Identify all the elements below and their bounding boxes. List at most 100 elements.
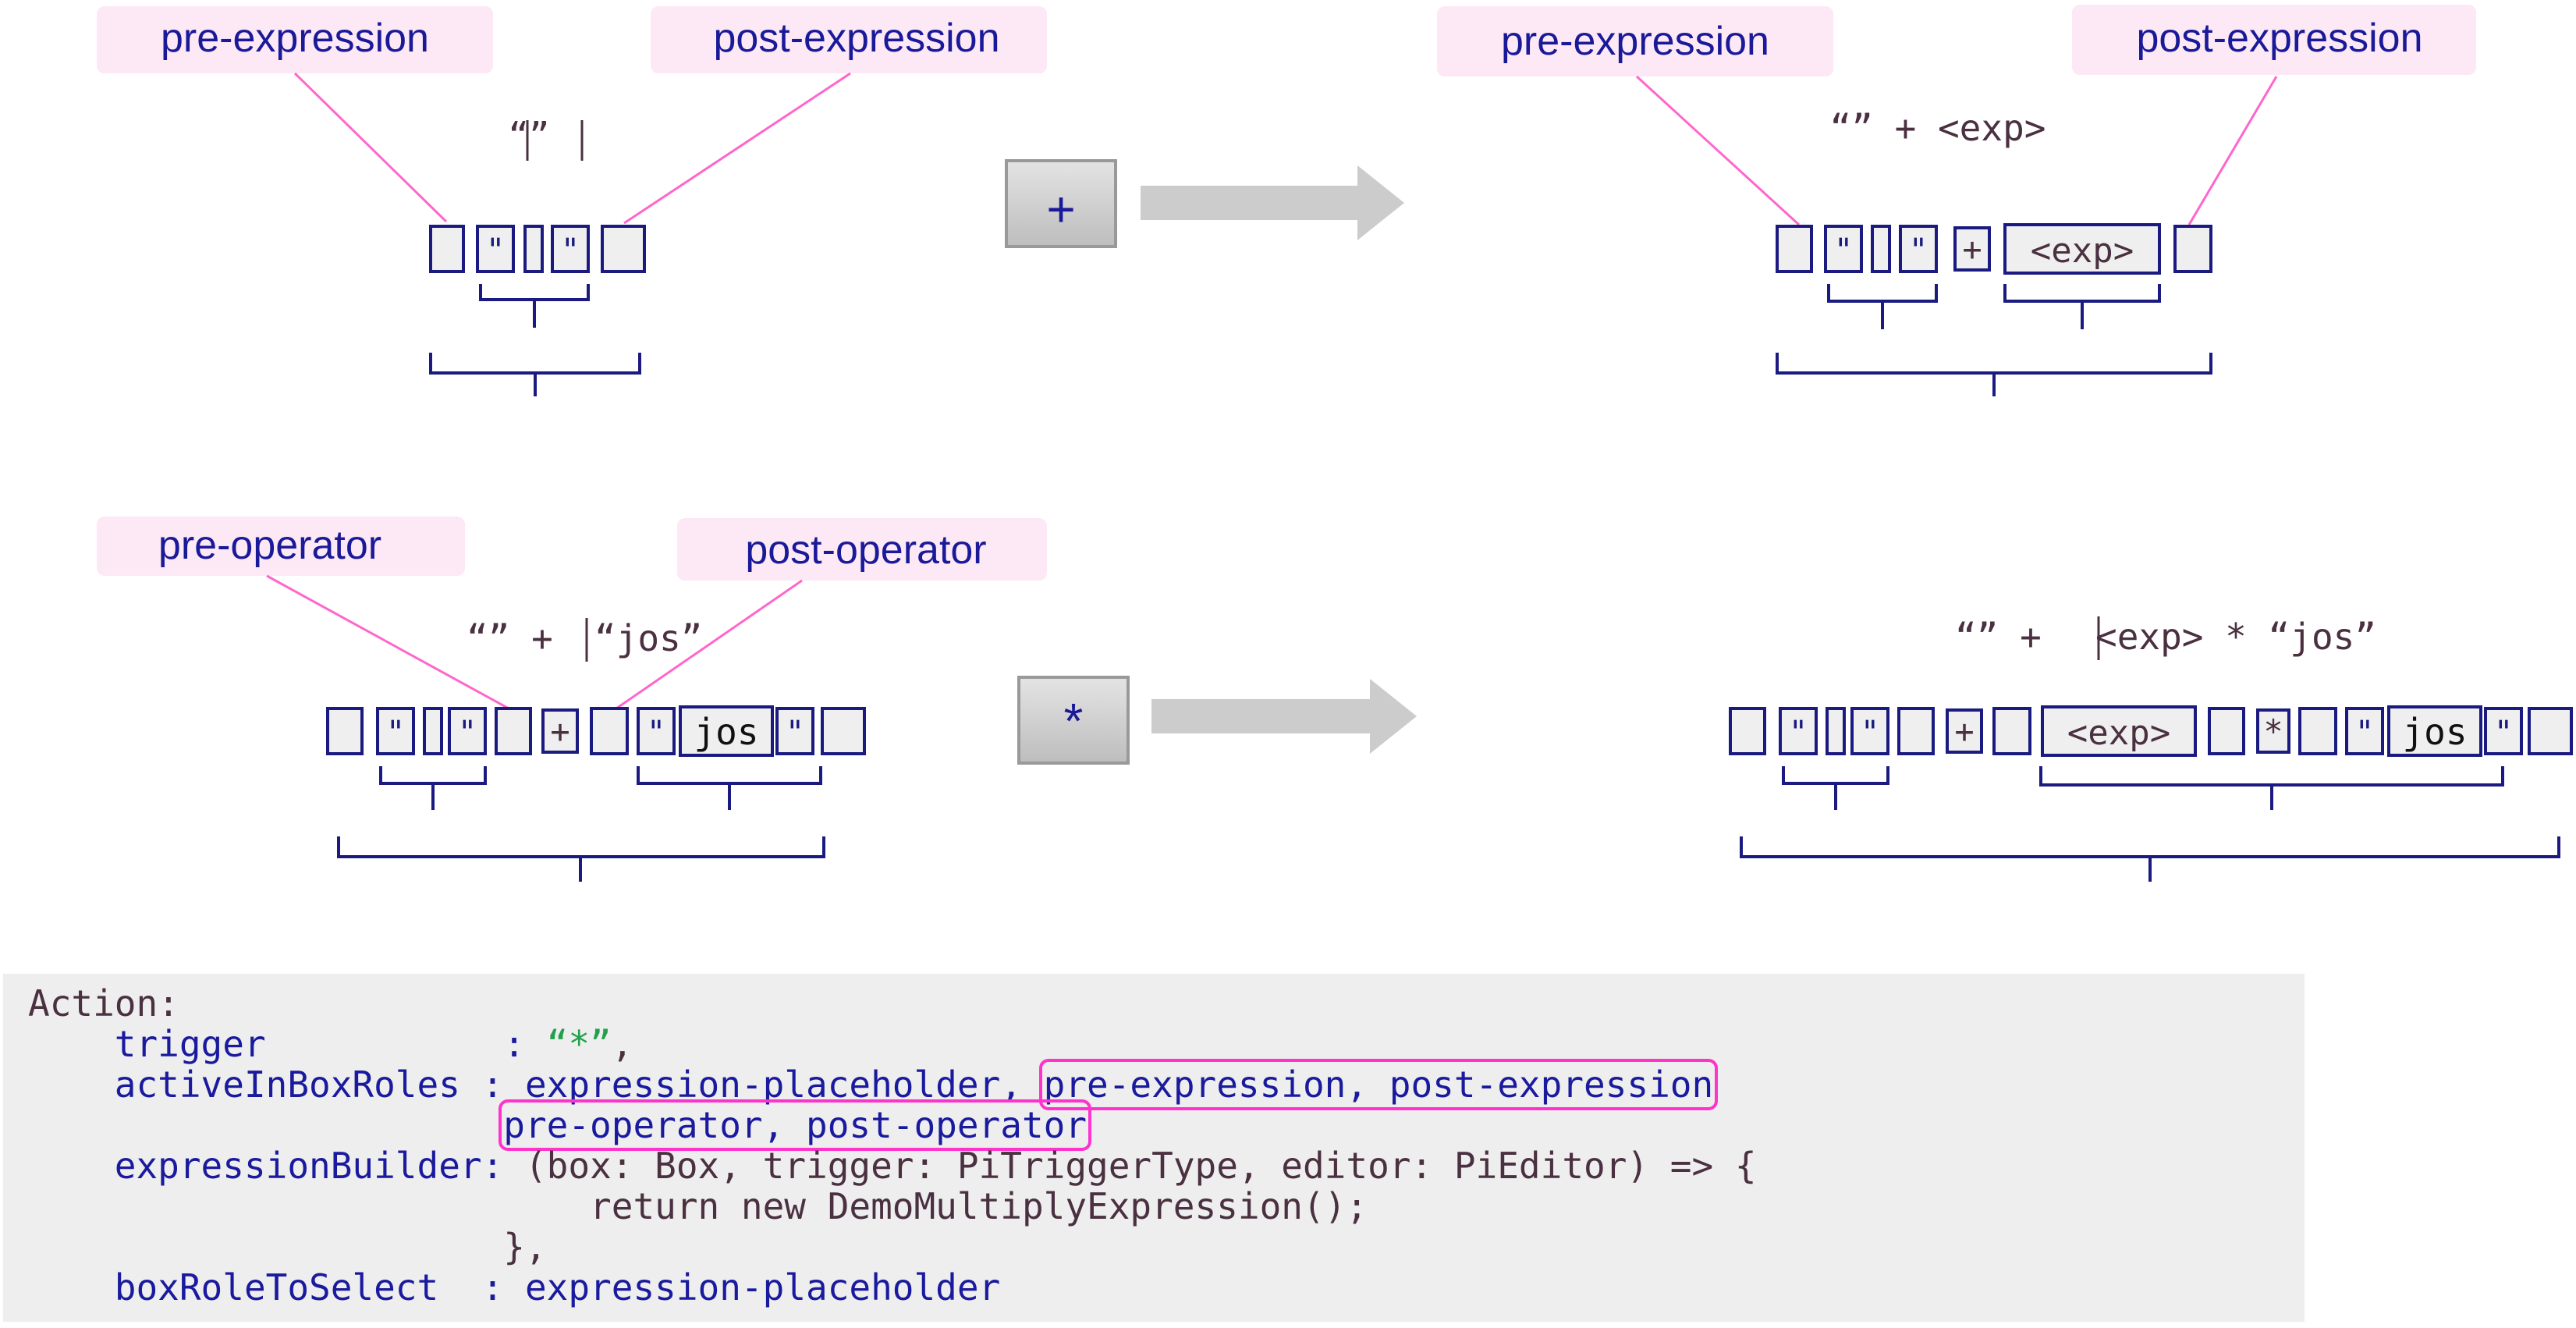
quote-box xyxy=(1850,707,1889,755)
quote-glyph: " xyxy=(486,233,505,268)
pointer-line xyxy=(293,72,448,223)
code-panel: Action: trigger : “*”, activeInBoxRoles … xyxy=(3,974,2305,1322)
quote-glyph: " xyxy=(786,715,804,751)
code-text: expression-placeholder, xyxy=(524,1063,1044,1106)
pointer-line xyxy=(2187,76,2278,225)
quote-box xyxy=(1899,225,1938,273)
placeholder-box xyxy=(495,707,532,755)
string-box xyxy=(1826,707,1846,755)
pointer-line xyxy=(616,579,803,710)
outer-brace xyxy=(429,353,641,396)
jos-glyph: jos xyxy=(694,711,758,753)
label-bg xyxy=(97,6,493,73)
label-bg xyxy=(2072,5,2476,75)
string-box xyxy=(523,225,544,273)
plus-box xyxy=(1953,226,1991,272)
code-text: expression-placeholder xyxy=(524,1266,1001,1308)
times-box xyxy=(2256,708,2290,754)
quote-box xyxy=(476,225,515,273)
expression-text: “” + xyxy=(1955,616,2042,658)
placeholder-box xyxy=(2528,707,2573,755)
plus-box xyxy=(541,708,579,754)
exp-glyph: <exp> xyxy=(2031,231,2134,271)
code-line-active-roles-cont: pre-operator, post-operator xyxy=(28,1099,1092,1151)
highlight-pre-post-expression: pre-expression, post-expression xyxy=(1038,1059,1719,1110)
placeholder-box xyxy=(1776,225,1813,273)
quote-box xyxy=(551,225,590,273)
expression-text: “jos” xyxy=(594,617,702,659)
quote-glyph: " xyxy=(1861,715,1879,751)
quote-glyph: " xyxy=(1834,233,1853,268)
quote-glyph: " xyxy=(458,715,477,751)
plus-key xyxy=(1005,159,1117,248)
quote-box xyxy=(775,707,814,755)
code-text: (box: Box, trigger: PiTriggerType, edito… xyxy=(524,1145,1757,1187)
quote-box xyxy=(448,707,487,755)
exp-box xyxy=(2041,705,2197,757)
quote-glyph: " xyxy=(2355,715,2374,751)
plus-key-glyph: + xyxy=(1046,181,1075,237)
inner-brace xyxy=(637,766,822,810)
code-text: expressionBuilder: xyxy=(28,1145,525,1187)
pointer-line xyxy=(266,574,509,710)
quote-box xyxy=(1779,707,1818,755)
placeholder-box xyxy=(2208,707,2245,755)
code-text: return new DemoMultiplyExpression(); xyxy=(28,1185,1368,1227)
outer-brace xyxy=(1776,353,2212,396)
string-box xyxy=(2387,705,2482,757)
plus-box xyxy=(1946,708,1983,754)
placeholder-box xyxy=(1992,707,2031,755)
quote-glyph: " xyxy=(647,715,665,751)
quote-glyph: " xyxy=(1789,715,1808,751)
inner-brace xyxy=(1827,284,1938,329)
bottom-left-example: pre-operator post-operator “” + “jos” " … xyxy=(97,517,1047,882)
string-box xyxy=(1871,225,1891,273)
label-bg xyxy=(677,518,1047,581)
code-text: }, xyxy=(28,1226,547,1268)
quote-box xyxy=(2345,707,2384,755)
placeholder-box xyxy=(1897,707,1935,755)
code-line-active-roles: activeInBoxRoles : expression-placeholde… xyxy=(28,1059,1719,1110)
placeholder-box xyxy=(326,707,364,755)
placeholder-box xyxy=(1729,707,1766,755)
exp-box xyxy=(2003,223,2161,275)
quote-box xyxy=(376,707,415,755)
pre-expression-label: pre-expression xyxy=(161,16,429,61)
label-bg xyxy=(1437,6,1833,76)
placeholder-box xyxy=(429,225,465,273)
expression-text: <exp> * “jos” xyxy=(2095,616,2376,658)
quote-box xyxy=(2484,707,2523,755)
code-line-trigger: trigger : “*”, xyxy=(28,1024,633,1064)
code-text: boxRoleToSelect : xyxy=(28,1266,525,1308)
inner-brace xyxy=(2039,766,2504,810)
label-bg xyxy=(651,6,1047,73)
post-operator-label: post-operator xyxy=(745,527,986,573)
code-line-expression-builder: expressionBuilder: (box: Box, trigger: P… xyxy=(28,1145,1757,1186)
code-line-box-role: boxRoleToSelect : expression-placeholder xyxy=(28,1266,1001,1308)
quote-glyph: " xyxy=(2494,715,2513,751)
highlight-pre-post-operator: pre-operator, post-operator xyxy=(499,1099,1092,1151)
plus-glyph: + xyxy=(1962,230,1982,268)
placeholder-box xyxy=(2298,707,2337,755)
jos-glyph: jos xyxy=(2402,711,2467,753)
string-box xyxy=(679,705,774,757)
inner-brace xyxy=(479,284,590,328)
code-string: “*” xyxy=(546,1023,612,1065)
exp-glyph: <exp> xyxy=(2067,713,2170,753)
expression-text: “” xyxy=(509,115,550,155)
placeholder-box xyxy=(601,225,646,273)
plus-glyph: + xyxy=(550,712,569,751)
code-line-action: Action: xyxy=(28,983,179,1024)
expression-text: “” + xyxy=(467,617,553,659)
code-line-return: return new DemoMultiplyExpression(); xyxy=(28,1186,1368,1227)
placeholder-box xyxy=(2173,225,2212,273)
code-text: , xyxy=(611,1023,633,1065)
plus-key-action: + xyxy=(1005,159,1404,248)
times-key-action: * xyxy=(1017,676,1417,765)
pointer-line xyxy=(1635,75,1801,226)
code-text: activeInBoxRoles : xyxy=(28,1063,525,1106)
outer-brace xyxy=(1740,836,2560,882)
quote-box xyxy=(637,707,676,755)
string-box xyxy=(423,707,443,755)
